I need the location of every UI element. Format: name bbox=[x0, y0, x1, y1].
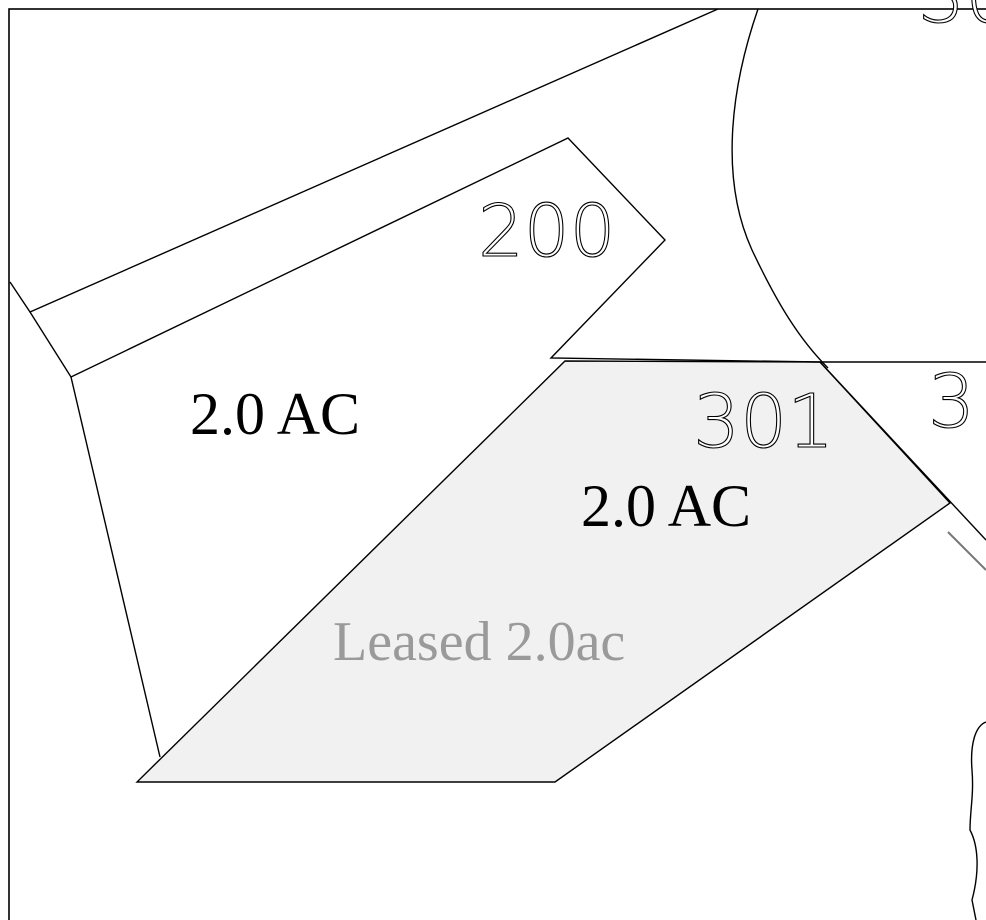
parcel-number-301: 301 bbox=[693, 379, 834, 465]
acreage-label-200: 2.0 AC bbox=[190, 381, 360, 447]
acreage-label-301: 2.0 AC bbox=[581, 473, 751, 539]
parcel-number-3: 3 bbox=[928, 359, 975, 445]
parcel-west-boundary bbox=[70, 376, 161, 758]
parcel-200-boundary bbox=[29, 137, 821, 378]
parcel-301-east-boundary bbox=[819, 361, 986, 541]
road-curve bbox=[731, 8, 829, 369]
parcel-number-30: 30 bbox=[918, 0, 986, 40]
map-frame bbox=[8, 8, 986, 920]
parcel-right-edge bbox=[969, 721, 986, 920]
gray-tick-mark bbox=[947, 531, 986, 571]
parcel-number-200: 200 bbox=[478, 189, 615, 273]
leased-area-label: Leased 2.0ac bbox=[333, 611, 625, 673]
